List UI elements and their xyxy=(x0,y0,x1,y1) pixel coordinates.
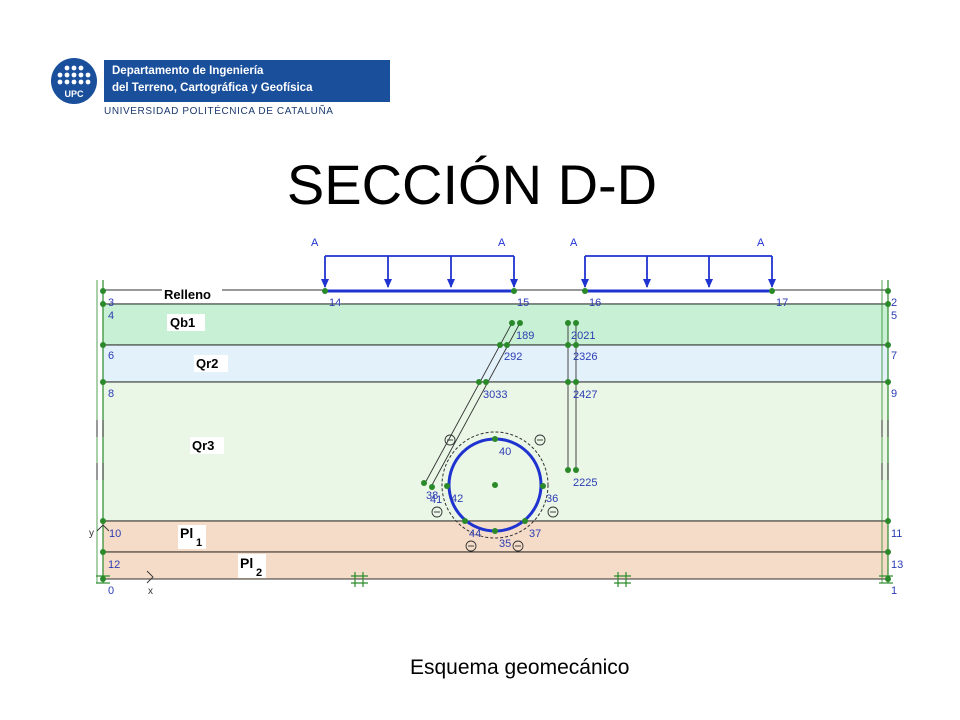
node-label-6: 6 xyxy=(108,350,114,362)
node-label-41: 41 xyxy=(430,494,442,506)
logo-abbr: UPC xyxy=(64,89,84,99)
node-label-16: 16 xyxy=(589,297,601,309)
load-label-1: A xyxy=(311,237,319,249)
node-label-2427: 2427 xyxy=(573,389,597,401)
layer-label-pl1-subscript: 1 xyxy=(196,537,202,549)
load-group-right xyxy=(584,255,773,293)
load-label-4: A xyxy=(757,237,765,249)
node-label-42: 42 xyxy=(451,493,463,505)
geomechanical-section-diagram: A A A A 3 xyxy=(89,237,903,597)
node-label-7: 7 xyxy=(891,350,897,362)
node-label-2: 2 xyxy=(891,297,897,309)
node-label-8: 8 xyxy=(108,388,114,400)
layer-label-relleno: Relleno xyxy=(164,287,211,302)
node-label-2326: 2326 xyxy=(573,351,597,363)
figure-caption: Esquema geomecánico xyxy=(410,656,630,679)
node-label-10: 10 xyxy=(109,528,121,540)
department-banner: Departamento de Ingeniería del Terreno, … xyxy=(104,60,390,102)
node-label-4: 4 xyxy=(108,310,114,322)
tunnel-center xyxy=(492,482,498,488)
bottom-fixity-marks xyxy=(96,572,893,587)
axes-marker xyxy=(96,524,154,584)
node-label-292: 292 xyxy=(504,351,522,363)
node-label-17: 17 xyxy=(776,297,788,309)
upc-logo: UPC Departamento de Ingeniería del Terre… xyxy=(50,57,390,119)
layer-label-pl1: Pl xyxy=(180,525,193,541)
node-label-189: 189 xyxy=(516,330,534,342)
node-label-2021: 2021 xyxy=(571,330,595,342)
department-line-1: Departamento de Ingeniería xyxy=(112,65,264,77)
boundary-rollers xyxy=(96,420,889,480)
layer-pl1 xyxy=(102,520,889,553)
inclined-shaft xyxy=(423,322,521,486)
minus-markers xyxy=(431,434,559,552)
axis-label-y: y xyxy=(89,528,94,539)
tunnel-excavation-outline xyxy=(441,431,549,539)
layer-qr2 xyxy=(102,344,889,383)
node-label-40: 40 xyxy=(499,446,511,458)
layer-qb1 xyxy=(102,303,889,346)
node-label-9: 9 xyxy=(891,388,897,400)
load-label-2: A xyxy=(498,237,506,249)
node-label-1: 1 xyxy=(891,585,897,597)
node-label-3033: 3033 xyxy=(483,389,507,401)
university-name: UNIVERSIDAD POLITÉCNICA DE CATALUÑA xyxy=(104,106,334,117)
layer-label-qr2: Qr2 xyxy=(196,356,218,371)
node-label-11: 11 xyxy=(891,528,902,540)
layer-label-qr3: Qr3 xyxy=(192,438,214,453)
node-label-44: 44 xyxy=(469,528,481,540)
node-label-13: 13 xyxy=(891,559,903,571)
load-label-3: A xyxy=(570,237,578,249)
node-label-3: 3 xyxy=(108,297,114,309)
node-label-15: 15 xyxy=(517,297,529,309)
layer-pl2 xyxy=(102,551,889,580)
mesh-nodes xyxy=(100,288,891,582)
node-label-0: 0 xyxy=(108,585,114,597)
node-label-12: 12 xyxy=(108,559,120,571)
node-label-37: 37 xyxy=(529,528,541,540)
node-label-35: 35 xyxy=(499,538,511,550)
node-label-14: 14 xyxy=(329,297,341,309)
layer-label-pl2-subscript: 2 xyxy=(256,567,262,579)
department-line-2: del Terreno, Cartográfica y Geofísica xyxy=(112,82,313,94)
layer-label-pl2: Pl xyxy=(240,555,253,571)
page-title: SECCIÓN D-D xyxy=(286,153,658,216)
upc-dots-logo-icon: UPC xyxy=(51,58,97,104)
node-label-38: 38 xyxy=(426,490,438,502)
node-label-5: 5 xyxy=(891,310,897,322)
load-group-left xyxy=(324,255,515,293)
load-arrowheads xyxy=(321,279,776,288)
layer-label-qb1: Qb1 xyxy=(170,315,195,330)
axis-label-x: x xyxy=(148,586,153,597)
node-label-36: 36 xyxy=(546,493,558,505)
node-label-2225: 2225 xyxy=(573,477,597,489)
